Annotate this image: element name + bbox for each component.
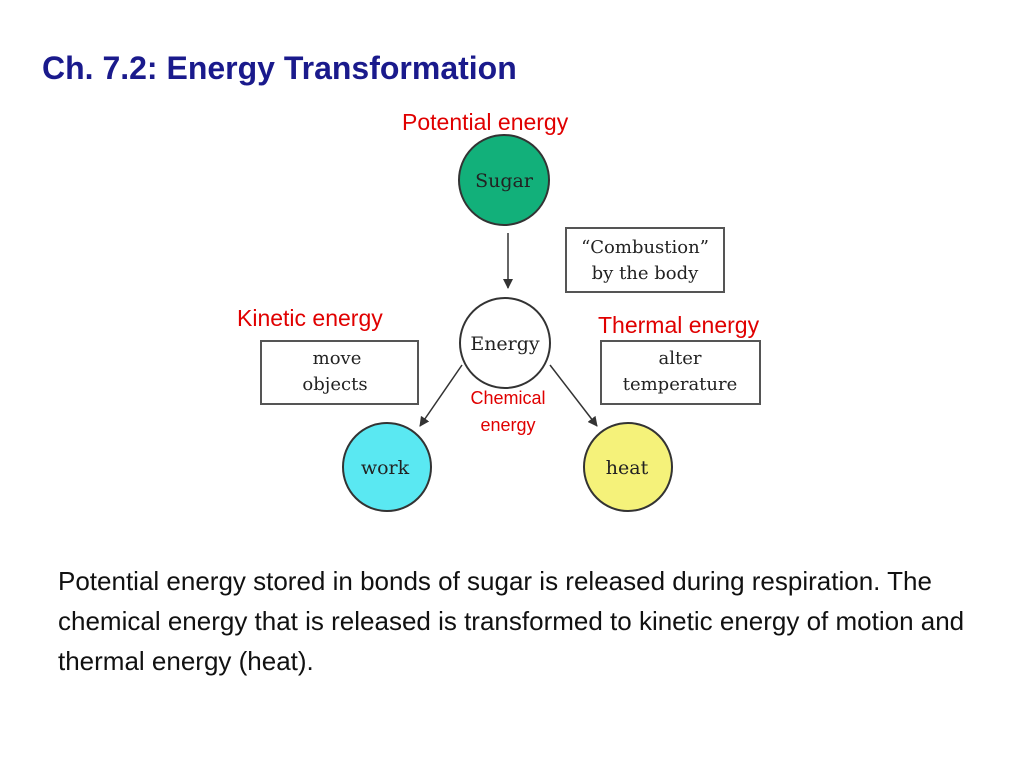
energy-node: Energy xyxy=(459,297,551,389)
arrow-energy-to-heat xyxy=(549,364,598,427)
slide-caption: Potential energy stored in bonds of suga… xyxy=(58,566,965,676)
move-objects-box: move objects xyxy=(260,340,419,405)
alter-temperature-line-2: temperature xyxy=(623,374,738,395)
sugar-circle xyxy=(458,134,550,226)
heat-node: heat xyxy=(583,422,673,512)
heat-node-label: heat xyxy=(606,457,649,479)
potential-energy-label: Potential energy xyxy=(402,109,569,135)
combustion-box: “Combustion” by the body xyxy=(565,227,725,293)
energy-node-label: Energy xyxy=(470,333,540,355)
alter-temperature-box: alter temperature xyxy=(600,340,761,405)
move-objects-line-2: objects xyxy=(302,374,367,395)
kinetic-energy-label: Kinetic energy xyxy=(237,305,383,331)
sugar-node: Sugar xyxy=(458,134,550,226)
move-objects-box-frame xyxy=(260,340,419,405)
combustion-line-1: “Combustion” xyxy=(581,237,709,258)
sugar-node-label: Sugar xyxy=(475,170,534,192)
arrow-energy-to-work xyxy=(419,364,463,427)
combustion-line-2: by the body xyxy=(592,263,699,284)
alter-temperature-box-frame xyxy=(600,340,761,405)
work-node: work xyxy=(342,422,432,512)
work-node-label: work xyxy=(361,457,410,479)
chemical-energy-line-2: energy xyxy=(480,415,536,435)
work-circle xyxy=(342,422,432,512)
slide-title: Ch. 7.2: Energy Transformation xyxy=(42,50,517,86)
chemical-energy-label: Chemical energy xyxy=(458,385,558,439)
chemical-energy-line-1: Chemical xyxy=(470,388,546,408)
move-objects-line-1: move xyxy=(313,348,362,369)
thermal-energy-label: Thermal energy xyxy=(598,312,760,338)
combustion-box-frame xyxy=(565,227,725,293)
heat-circle xyxy=(583,422,673,512)
alter-temperature-line-1: alter xyxy=(659,348,702,369)
energy-circle xyxy=(459,297,551,389)
